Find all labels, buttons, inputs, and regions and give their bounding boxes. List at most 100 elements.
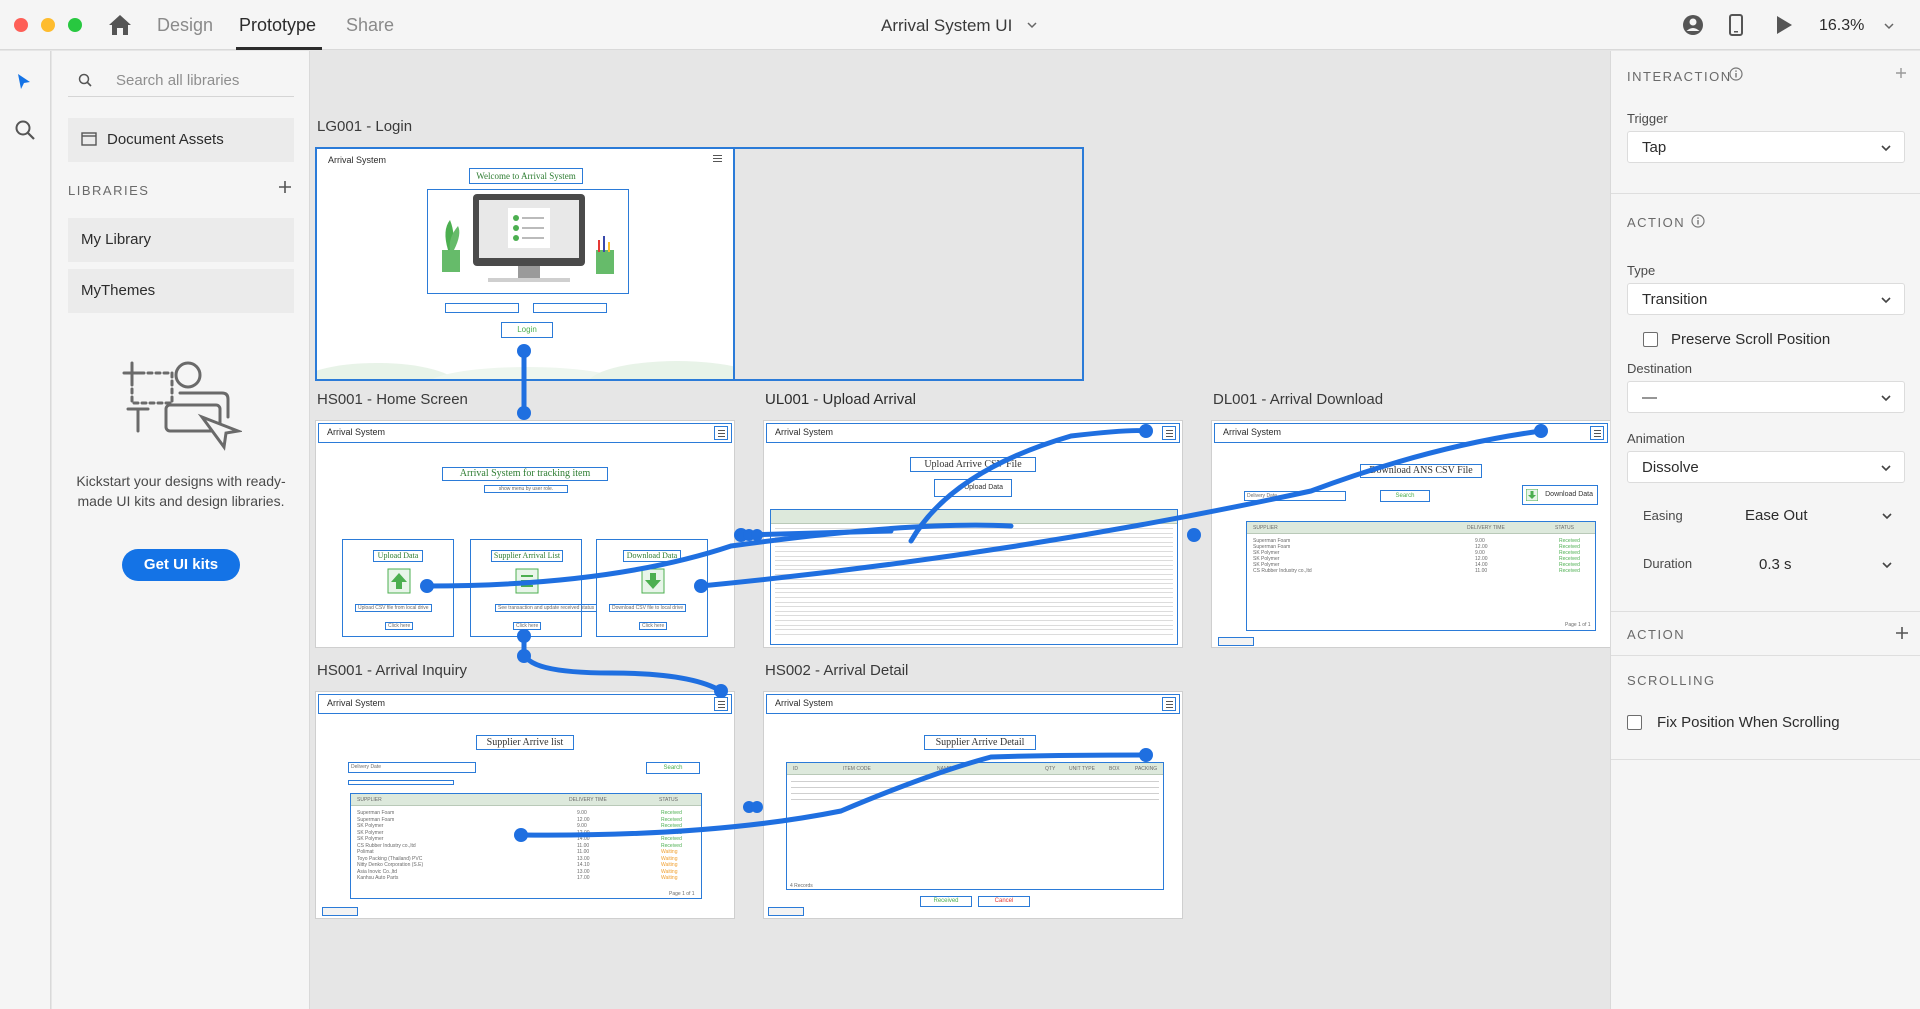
home-icon[interactable] <box>107 13 133 37</box>
document-title[interactable]: Arrival System UI <box>881 16 1013 35</box>
library-item-label: MyThemes <box>81 282 156 299</box>
app-header: Arrival System <box>1214 423 1608 443</box>
pagination[interactable]: Page 1 of 1 <box>1565 622 1591 628</box>
artboard-title-home[interactable]: HS001 - Home Screen <box>317 391 468 408</box>
card-title: Upload Data <box>373 550 423 562</box>
username-field[interactable] <box>445 303 519 313</box>
library-search[interactable]: Search all libraries <box>68 63 294 97</box>
info-icon[interactable] <box>1729 67 1743 81</box>
zoom-level[interactable]: 16.3% <box>1819 17 1865 34</box>
minimize-window-button[interactable] <box>41 18 55 32</box>
card-link[interactable]: Click here <box>513 622 542 630</box>
detail-heading: Supplier Arrive Detail <box>924 735 1036 750</box>
artboard-title-login[interactable]: LG001 - Login <box>317 118 413 135</box>
wire-handle[interactable] <box>517 406 531 420</box>
home-card-download[interactable]: Download Data Download CSV file to local… <box>596 539 708 637</box>
chevron-down-icon[interactable] <box>1025 18 1039 32</box>
add-library-icon[interactable] <box>278 180 292 194</box>
library-item-mythemes[interactable]: MyThemes <box>68 269 294 313</box>
artboard-upload[interactable]: Arrival System Upload Arrive CSV File Up… <box>763 420 1183 648</box>
app-name: Arrival System <box>775 427 834 437</box>
library-search-input[interactable]: Search all libraries <box>116 72 240 89</box>
document-assets-icon <box>81 132 97 146</box>
artboard-login[interactable]: Arrival System Welcome to Arrival System <box>315 147 735 381</box>
fix-position-checkbox[interactable] <box>1627 715 1642 730</box>
chevron-down-icon <box>1882 513 1892 520</box>
tab-design[interactable]: Design <box>157 15 214 35</box>
tab-share[interactable]: Share <box>346 15 395 35</box>
artboard-detail[interactable]: Arrival System Supplier Arrive Detail ID… <box>763 691 1183 919</box>
search-button[interactable]: Search <box>1380 490 1430 502</box>
wire-handle[interactable] <box>743 801 755 813</box>
animation-dropdown[interactable]: Dissolve <box>1627 451 1905 483</box>
table-row <box>791 799 1159 800</box>
wire-handle[interactable] <box>751 529 763 541</box>
device-preview-icon[interactable] <box>1729 14 1743 36</box>
pagination[interactable]: Page 1 of 1 <box>669 891 695 897</box>
tab-prototype[interactable]: Prototype <box>239 15 317 35</box>
artboard-inquiry[interactable]: Arrival System Supplier Arrive list Deli… <box>315 691 735 919</box>
upload-data-button[interactable]: Upload Data <box>934 479 1012 497</box>
card-link[interactable]: Click here <box>639 622 668 630</box>
document-assets[interactable]: Document Assets <box>68 118 294 162</box>
animation-label: Animation <box>1627 431 1685 446</box>
app-name: Arrival System <box>775 698 834 708</box>
table-row <box>775 555 1173 557</box>
table-header: ID ITEM CODE NAME QTY UNIT TYPE BOX PACK… <box>787 763 1163 775</box>
delivery-date-filter[interactable]: Delivery Date <box>1244 491 1346 501</box>
status-cell: Received <box>661 823 682 829</box>
get-ui-kits-button[interactable]: Get UI kits <box>122 549 240 581</box>
library-item-my-library[interactable]: My Library <box>68 218 294 262</box>
detail-table: ID ITEM CODE NAME QTY UNIT TYPE BOX PACK… <box>786 762 1164 890</box>
login-button[interactable]: Login <box>501 322 553 338</box>
chevron-down-icon[interactable] <box>1882 19 1896 33</box>
type-dropdown[interactable]: Transition <box>1627 283 1905 315</box>
wire-handle[interactable] <box>1187 528 1201 542</box>
column-header: PACKING <box>1135 766 1158 772</box>
column-header: STATUS <box>659 797 678 803</box>
wire-handle[interactable] <box>734 528 748 542</box>
add-interaction-icon[interactable] <box>1895 67 1907 79</box>
column-header: STATUS <box>1555 525 1574 531</box>
received-button[interactable]: Received <box>920 896 972 907</box>
preserve-scroll-checkbox[interactable] <box>1643 332 1658 347</box>
artboard-download[interactable]: Arrival System Download ANS CSV File Del… <box>1211 420 1611 648</box>
table-header <box>771 510 1177 524</box>
artboard-home[interactable]: Arrival System Arrival System for tracki… <box>315 420 735 648</box>
zoom-tool-icon[interactable] <box>14 119 36 141</box>
duration-dropdown[interactable]: 0.3 s <box>1751 549 1905 581</box>
card-link[interactable]: Click here <box>385 622 414 630</box>
home-card-upload[interactable]: Upload Data Upload CSV file from local d… <box>342 539 454 637</box>
add-action-icon[interactable] <box>1895 626 1909 640</box>
user-preview-icon[interactable] <box>1682 14 1704 36</box>
canvas[interactable]: LG001 - Login HS001 - Home Screen UL001 … <box>311 51 1611 1009</box>
cancel-button[interactable]: Cancel <box>978 896 1030 907</box>
easing-dropdown[interactable]: Ease Out <box>1737 500 1905 532</box>
destination-dropdown[interactable]: — <box>1627 381 1905 413</box>
trigger-dropdown[interactable]: Tap <box>1627 131 1905 163</box>
password-field[interactable] <box>533 303 607 313</box>
wire-handle[interactable] <box>517 649 531 663</box>
computer-illustration-icon <box>442 194 614 282</box>
wire-handle[interactable] <box>743 529 755 541</box>
play-icon[interactable] <box>1775 15 1793 35</box>
download-data-button[interactable]: Download Data <box>1522 485 1598 505</box>
search-button[interactable]: Search <box>646 762 700 774</box>
info-icon[interactable] <box>1691 214 1705 228</box>
select-tool-icon[interactable] <box>16 73 32 91</box>
artboard-title-inquiry[interactable]: HS001 - Arrival Inquiry <box>317 662 468 679</box>
wire-handle[interactable] <box>751 801 763 813</box>
artboard-title-detail[interactable]: HS002 - Arrival Detail <box>765 662 909 679</box>
home-card-supplier[interactable]: Supplier Arrival List See transaction an… <box>470 539 598 637</box>
landscape-decoration-icon <box>317 361 733 379</box>
active-tab-indicator <box>236 47 322 50</box>
delivery-date-filter[interactable]: Delivery Date <box>348 762 476 773</box>
artboard-title-upload[interactable]: UL001 - Upload Arrival <box>765 391 916 408</box>
maximize-window-button[interactable] <box>68 18 82 32</box>
trigger-value: Tap <box>1642 139 1667 156</box>
artboard-title-download[interactable]: DL001 - Arrival Download <box>1213 391 1384 408</box>
download-icon <box>1526 489 1538 501</box>
close-window-button[interactable] <box>14 18 28 32</box>
status-cell: Waiting <box>661 868 678 875</box>
search-icon <box>78 73 92 87</box>
